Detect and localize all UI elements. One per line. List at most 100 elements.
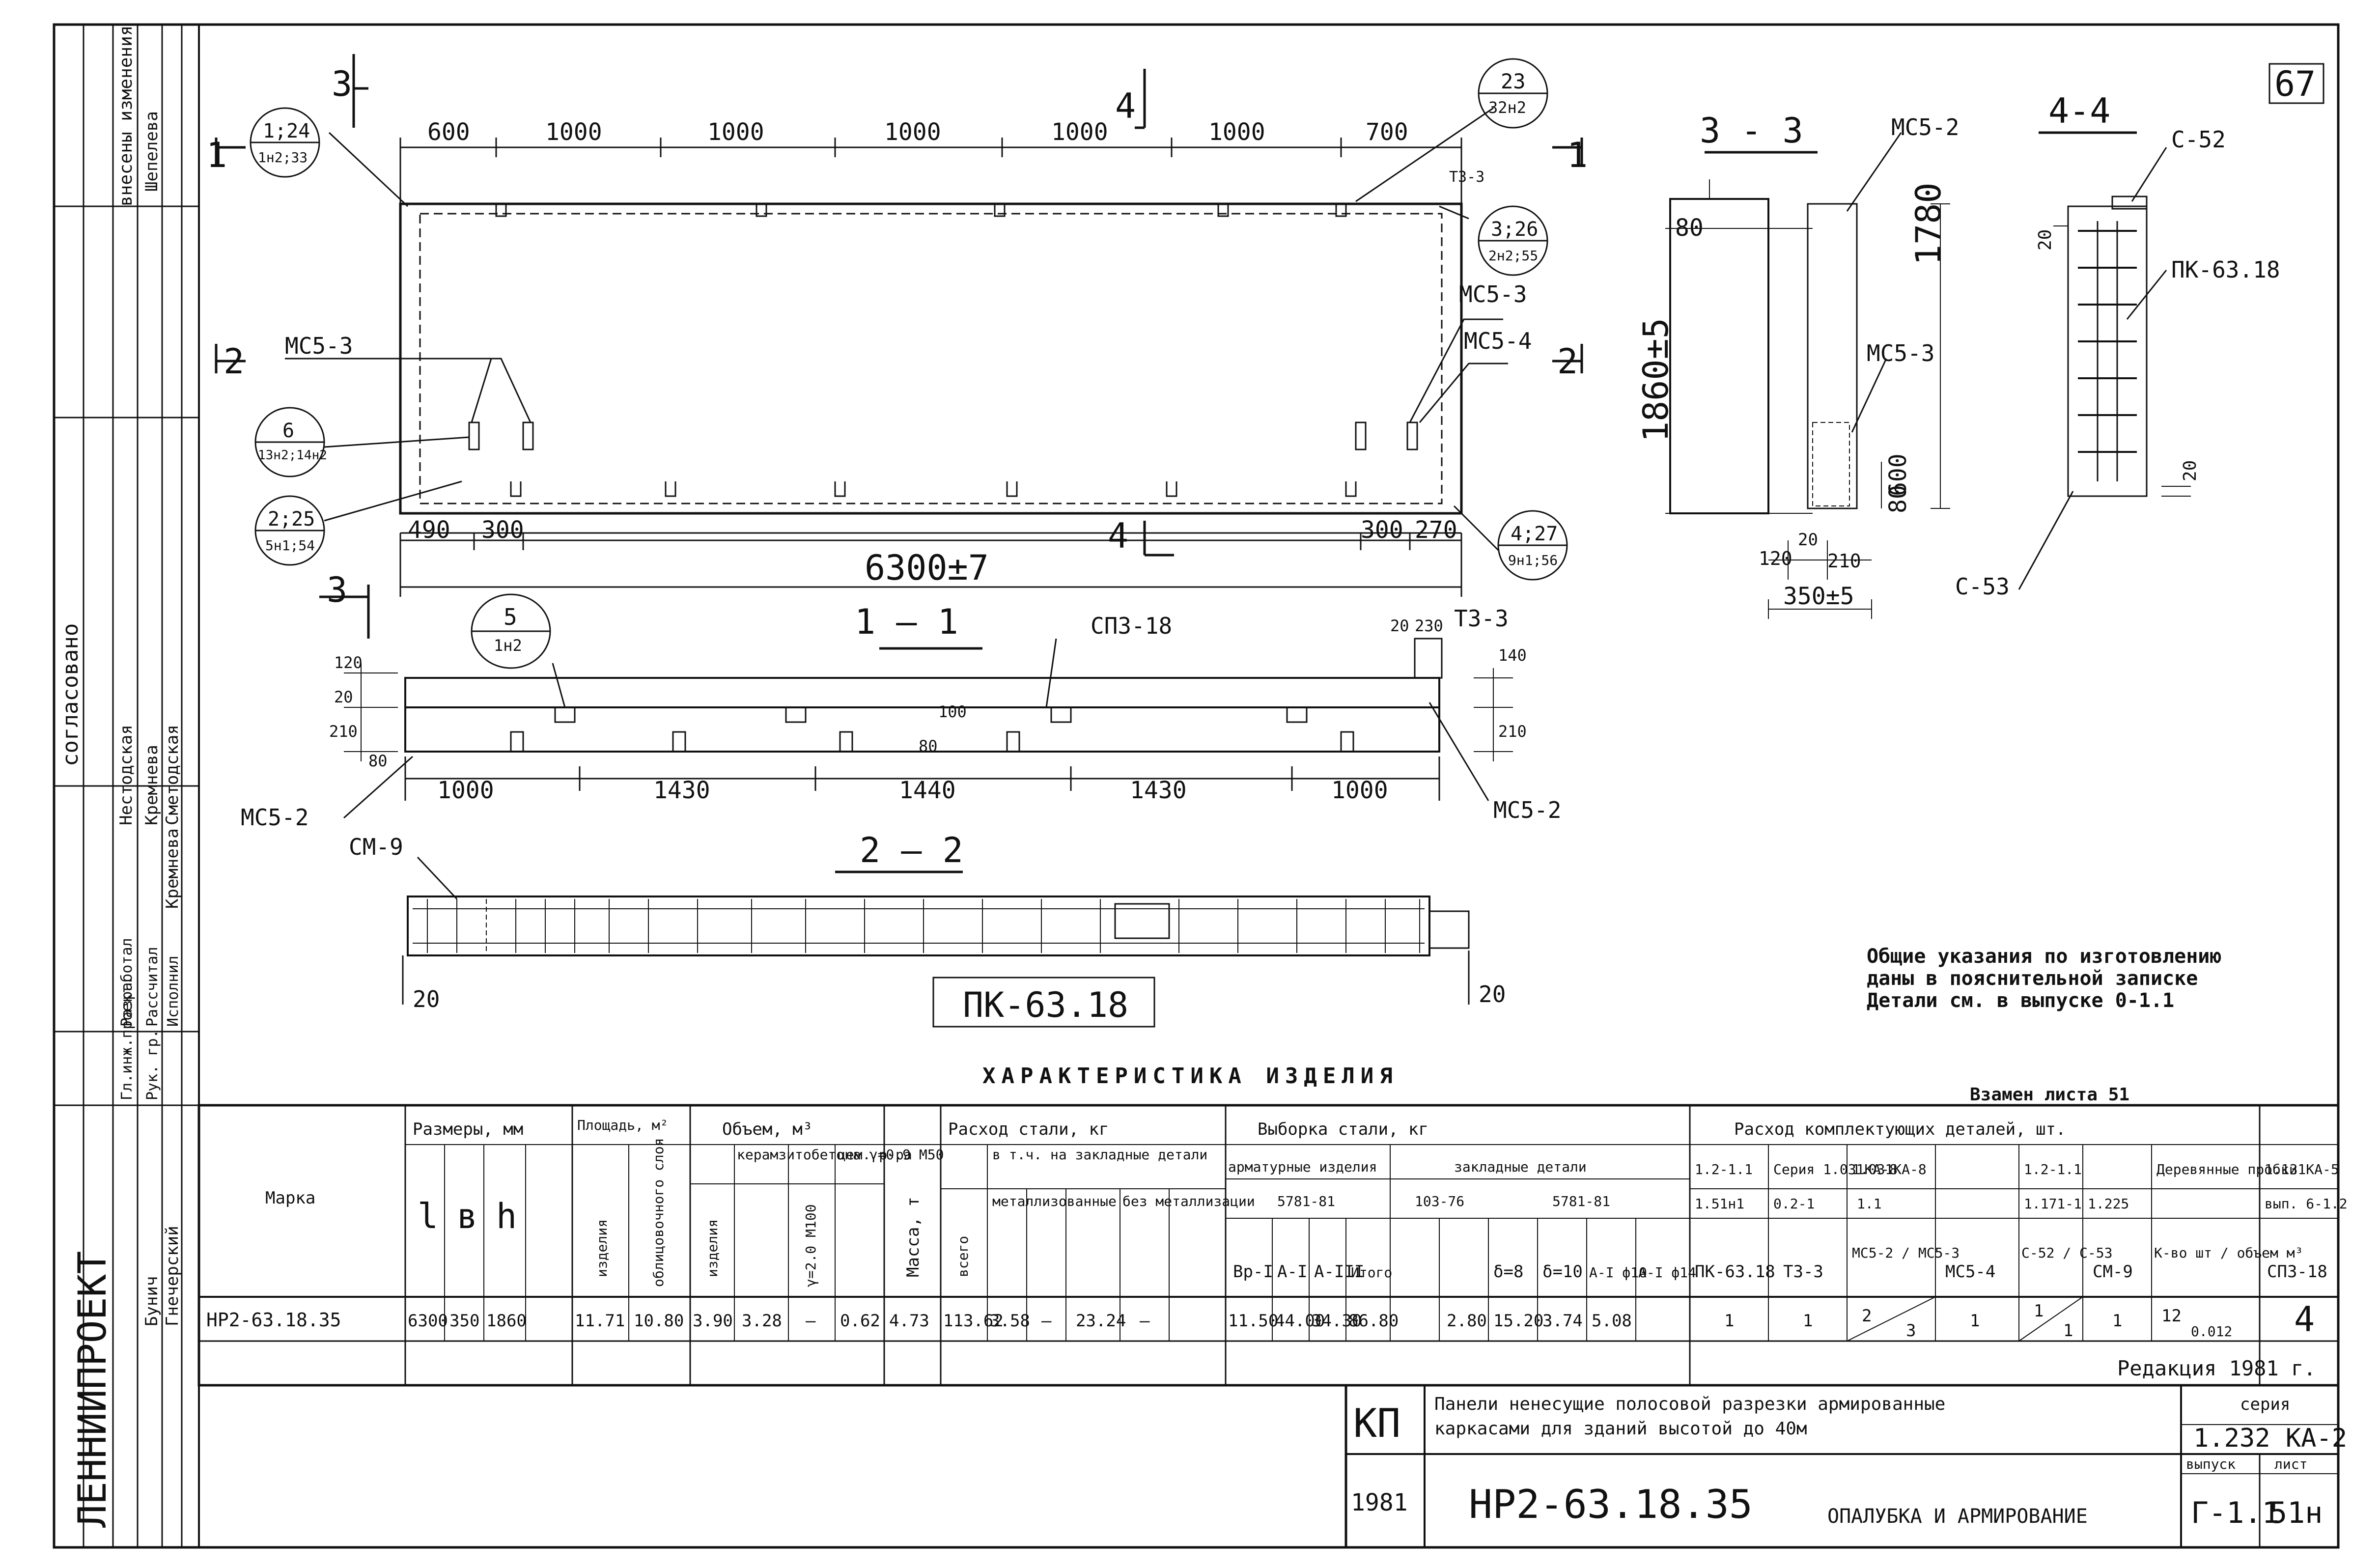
cell-sm9: 1	[2112, 1311, 2122, 1331]
section-dim: 20	[1798, 530, 1818, 550]
hdr-steel-embedded: в т.ч. на закладные детали	[992, 1147, 1207, 1163]
hdr-sample-col: Вр-I	[1233, 1262, 1273, 1282]
cell-area-facing: 10.80	[634, 1311, 684, 1331]
tb-doc-mark: НР2-63.18.35	[1469, 1482, 1753, 1527]
hdr-steel-metal: металлизованные	[992, 1193, 1117, 1209]
hdr-size-l: l	[418, 1196, 438, 1236]
label-sm-9: СМ-9	[349, 834, 403, 860]
cell-vol-cem: 0.62	[840, 1311, 880, 1331]
section-dim: 1000	[1331, 777, 1388, 804]
cut-mark: 1	[1567, 135, 1588, 175]
hdr-parts-issue: 1.1	[1857, 1196, 1882, 1212]
characteristic-table	[199, 1105, 2338, 1385]
section-dim: 20	[2035, 229, 2055, 251]
section-dim: 20	[413, 986, 440, 1012]
callout-top: 1;24	[263, 120, 310, 142]
plan-overall-length: 6300±7	[865, 548, 989, 588]
section-side-dim: 20	[1390, 616, 1409, 635]
plan-dim: 600	[427, 118, 470, 146]
hdr-sample-group: арматурные изделия	[1228, 1159, 1377, 1175]
plan-labels: 600 1000 1000 1000 1000 1000 700 490 300…	[206, 64, 1588, 610]
title-block-text: КП 1981 Панели ненесущие полосовой разре…	[1351, 1394, 2347, 1530]
table-replaces: Взамен листа 51	[1970, 1085, 2129, 1105]
label-pk-63-18: ПК-63.18	[963, 985, 1128, 1025]
hdr-part: К-во шт / объем м³	[2154, 1245, 2303, 1261]
cell-steel-met-simple: 3.58	[990, 1311, 1030, 1331]
label-ms5-2: МС5-2	[1891, 114, 1959, 140]
section-title: 3 - 3	[1700, 111, 1803, 151]
section-dim: 1440	[899, 777, 956, 804]
section-dim: 80	[1884, 485, 1912, 513]
label-ms5-2: МС5-2	[1493, 797, 1561, 823]
callout-bottom: 2н2;55	[1488, 248, 1538, 264]
section-dim: 1860±5	[1636, 318, 1676, 442]
section-title: 4-4	[2048, 91, 2110, 131]
section-1-1	[344, 639, 1513, 818]
stamp-role: Гл.инж.проект.	[118, 976, 136, 1100]
callout-bottom: 32н2	[1488, 98, 1526, 117]
hdr-sample-col: А-I ф10	[1589, 1264, 1647, 1281]
hdr-area: Площадь, м²	[577, 1117, 668, 1133]
stamp-changes: внесены изменения	[116, 26, 136, 206]
section-4-4-labels: 4-4 С-52 ПК-63.18 С-53 20 20	[1955, 91, 2280, 600]
tb-series-label: серия	[2240, 1395, 2290, 1414]
cell-ms54: 1	[1970, 1311, 1980, 1331]
note-line: даны в пояснительной записке	[1867, 967, 2198, 990]
label-s-53: С-53	[1955, 573, 2010, 600]
section-4-4	[2019, 133, 2191, 589]
cut-mark: 1	[206, 135, 227, 175]
section-dim: 20	[1479, 981, 1506, 1008]
cell-d10: 15.20	[1493, 1311, 1543, 1331]
tb-issue: Г-1.1	[2191, 1496, 2280, 1530]
callout-bottom: 5н1;54	[265, 537, 315, 554]
plan-dim: 1000	[545, 118, 602, 146]
hdr-sample-col: Итого	[1351, 1264, 1392, 1281]
callout-top: 2;25	[268, 508, 315, 531]
note-line: Детали см. в выпуске 0-1.1	[1867, 989, 2174, 1012]
cell-steel-met-somon: —	[1041, 1311, 1052, 1331]
stamp-name: Гнечерский	[163, 1226, 182, 1326]
cell-f14: 5.08	[1592, 1311, 1632, 1331]
hdr-sample-col: δ=8	[1493, 1262, 1523, 1282]
cell-probki-vol: 0.012	[2191, 1323, 2232, 1340]
stamp-role: Рассчитал	[144, 947, 161, 1027]
stamp-role: Рук. гр.	[144, 1030, 161, 1101]
section-2-2-labels: 2 — 2 СМ-9 ПК-63.18 20 20	[349, 830, 1506, 1025]
hdr-parts-series: 1.2-1.1	[1695, 1161, 1753, 1177]
cell-steel-nomet-simple: 23.24	[1076, 1311, 1126, 1331]
section-1-1-labels: 1 — 1 1000 1430 1440 1430 1000 СП3-18 МС…	[241, 602, 1561, 831]
hdr-sample-series: 5781-81	[1552, 1193, 1610, 1209]
hdr-mark: Марка	[265, 1188, 315, 1208]
cell-vol-keram: 3.28	[742, 1311, 782, 1331]
hdr-steel-sample: Выборка стали, кг	[1258, 1120, 1428, 1139]
cell-area-item: 11.71	[575, 1311, 625, 1331]
tb-sheet-label: лист	[2274, 1456, 2307, 1472]
section-dim: 20	[2180, 460, 2200, 481]
section-dim: 1780	[1908, 182, 1949, 265]
table-row: НР2-63.18.35 6300 350 1860 11.71 10.80 3…	[206, 1299, 2316, 1380]
label-pk-63-18: ПК-63.18	[2171, 256, 2280, 283]
hdr-part: МС5-4	[1945, 1262, 1995, 1282]
hdr-part: С-52 / С-53	[2021, 1245, 2112, 1261]
stamp-name: Кремнева	[142, 745, 162, 825]
hdr-parts-issue: 0.2-1	[1773, 1196, 1815, 1212]
cell-probki-qty: 12	[2161, 1306, 2182, 1326]
table-title: ХАРАКТЕРИСТИКА ИЗДЕЛИЯ	[982, 1064, 1399, 1089]
cell-sp3: 4	[2294, 1299, 2315, 1340]
cell-b: 350	[449, 1311, 479, 1331]
section-dim: 80	[1675, 214, 1704, 242]
hdr-area-facing: облицовочного слоя	[650, 1138, 667, 1287]
hdr-volume: Объем, м³	[722, 1120, 812, 1139]
hdr-sample-col: δ=10	[1542, 1262, 1583, 1282]
tb-sheet: 51н	[2269, 1496, 2323, 1530]
section-3-3-labels: 3 - 3 80 1780 1860±5 600 80 120 20 210 3…	[1636, 111, 1959, 610]
section-title: 2 — 2	[860, 830, 963, 870]
callout-top: 6	[282, 420, 294, 442]
hdr-parts-series: 1.2-1.1	[2024, 1161, 2082, 1177]
hdr-part: Т3-3	[1783, 1262, 1823, 1282]
section-side-dim: 140	[1498, 646, 1527, 665]
hdr-sizes: Размеры, мм	[413, 1120, 523, 1139]
callout-bottom: 1н2;33	[258, 149, 308, 166]
tb-kp: КП	[1353, 1400, 1400, 1446]
